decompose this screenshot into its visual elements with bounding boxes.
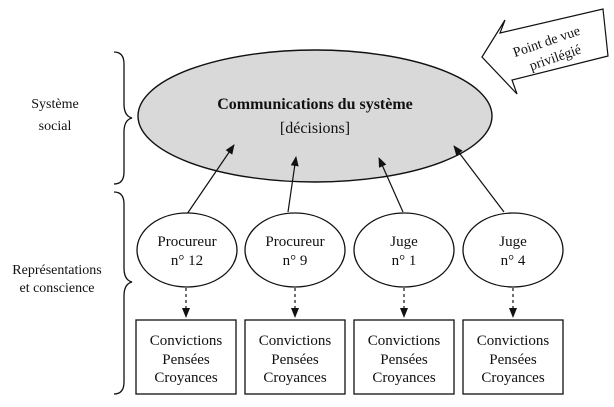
box-line-convictions: Convictions bbox=[259, 333, 332, 349]
system-social-label-line2: social bbox=[39, 119, 72, 134]
box-line-pensees: Pensées bbox=[162, 352, 210, 368]
system-communications-ellipse bbox=[137, 49, 493, 183]
actor-label-line1: Procureur bbox=[265, 234, 324, 250]
system-title: Communications du système bbox=[217, 96, 413, 113]
box-line-croyances: Croyances bbox=[154, 370, 217, 386]
beliefs-box-2 bbox=[244, 319, 346, 395]
representations-label-line1: Représentations bbox=[12, 263, 101, 278]
actor-label-line2: n° 1 bbox=[392, 253, 417, 269]
box-line-croyances: Croyances bbox=[481, 370, 544, 386]
brace-system-social bbox=[113, 51, 133, 185]
actor-label-line2: n° 12 bbox=[171, 253, 203, 269]
box-line-convictions: Convictions bbox=[477, 333, 550, 349]
actor-ellipse-procureur-9 bbox=[244, 212, 346, 288]
box-line-croyances: Croyances bbox=[372, 370, 435, 386]
representations-label-line2: et conscience bbox=[19, 281, 94, 296]
actor-label-line1: Procureur bbox=[157, 234, 216, 250]
brace-representations bbox=[113, 191, 133, 395]
box-line-convictions: Convictions bbox=[150, 333, 223, 349]
system-social-label-line1: Système bbox=[31, 97, 78, 112]
arrow-juge1-to-system bbox=[378, 157, 404, 213]
actor-ellipse-juge-1 bbox=[353, 212, 455, 288]
arrow-juge4-to-system bbox=[453, 145, 505, 213]
box-line-pensees: Pensées bbox=[271, 352, 319, 368]
actor-label-line2: n° 9 bbox=[283, 253, 308, 269]
box-line-convictions: Convictions bbox=[368, 333, 441, 349]
beliefs-box-1 bbox=[135, 319, 237, 395]
box-line-pensees: Pensées bbox=[380, 352, 428, 368]
actor-label-line1: Juge bbox=[499, 234, 527, 250]
system-subtitle: [décisions] bbox=[280, 120, 350, 137]
actor-label-line2: n° 4 bbox=[501, 253, 526, 269]
beliefs-box-4 bbox=[462, 319, 564, 395]
actor-ellipse-juge-4 bbox=[462, 212, 564, 288]
beliefs-box-3 bbox=[353, 319, 455, 395]
actor-label-line1: Juge bbox=[390, 234, 418, 250]
block-arrow-icon bbox=[481, 8, 609, 95]
arrow-procureur12-to-system bbox=[186, 144, 235, 215]
arrow-procureur9-to-system bbox=[287, 156, 299, 213]
box-line-pensees: Pensées bbox=[489, 352, 537, 368]
box-line-croyances: Croyances bbox=[263, 370, 326, 386]
actor-ellipse-procureur-12 bbox=[136, 212, 238, 288]
